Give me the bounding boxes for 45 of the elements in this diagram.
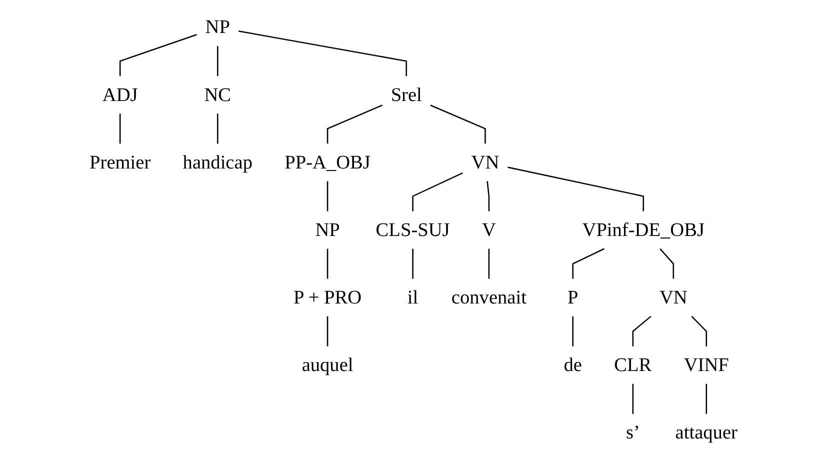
node-text: convenait: [451, 286, 526, 308]
node-text: PP-A_OBJ: [284, 151, 370, 173]
connector: [238, 30, 408, 76]
connector: [412, 248, 414, 279]
connector: [508, 166, 644, 212]
connector: [326, 181, 328, 212]
connector: [326, 248, 328, 279]
node-text: NC: [204, 84, 232, 106]
connector: [326, 104, 382, 144]
connector: [488, 248, 490, 279]
node-text: NP: [205, 16, 230, 38]
node-text: de: [564, 354, 582, 376]
connector: [572, 316, 574, 346]
node-text: V: [482, 218, 496, 240]
node-text: ADJ: [102, 84, 138, 106]
connector: [632, 316, 652, 346]
node-text: Premier: [90, 151, 151, 173]
node-text: CLR: [614, 354, 652, 376]
node-text: P: [567, 286, 578, 308]
connector: [217, 46, 218, 76]
connector: [430, 104, 486, 144]
node-text: Srel: [390, 84, 422, 106]
node-text: VN: [471, 151, 500, 173]
node-text: VPinf-DE_OBJ: [582, 218, 705, 240]
node-text: s’: [626, 421, 640, 443]
connector: [486, 181, 490, 212]
node-text: il: [407, 286, 418, 308]
node-text: NP: [315, 218, 340, 240]
connector: [706, 384, 708, 414]
node-text: P + PRO: [293, 286, 362, 308]
node-text: attaquer: [675, 421, 738, 443]
connector: [326, 316, 328, 346]
connector: [119, 34, 197, 76]
node-text: VN: [659, 286, 688, 308]
connector: [572, 248, 604, 279]
connector: [632, 384, 634, 414]
connector: [217, 114, 218, 144]
node-text: handicap: [182, 151, 252, 173]
connector: [660, 248, 674, 279]
connector: [691, 316, 708, 346]
connector: [412, 172, 463, 212]
connector: [119, 114, 121, 144]
node-text: auquel: [302, 354, 354, 376]
node-text: VINF: [684, 354, 729, 376]
node-text: CLS-SUJ: [376, 218, 450, 240]
